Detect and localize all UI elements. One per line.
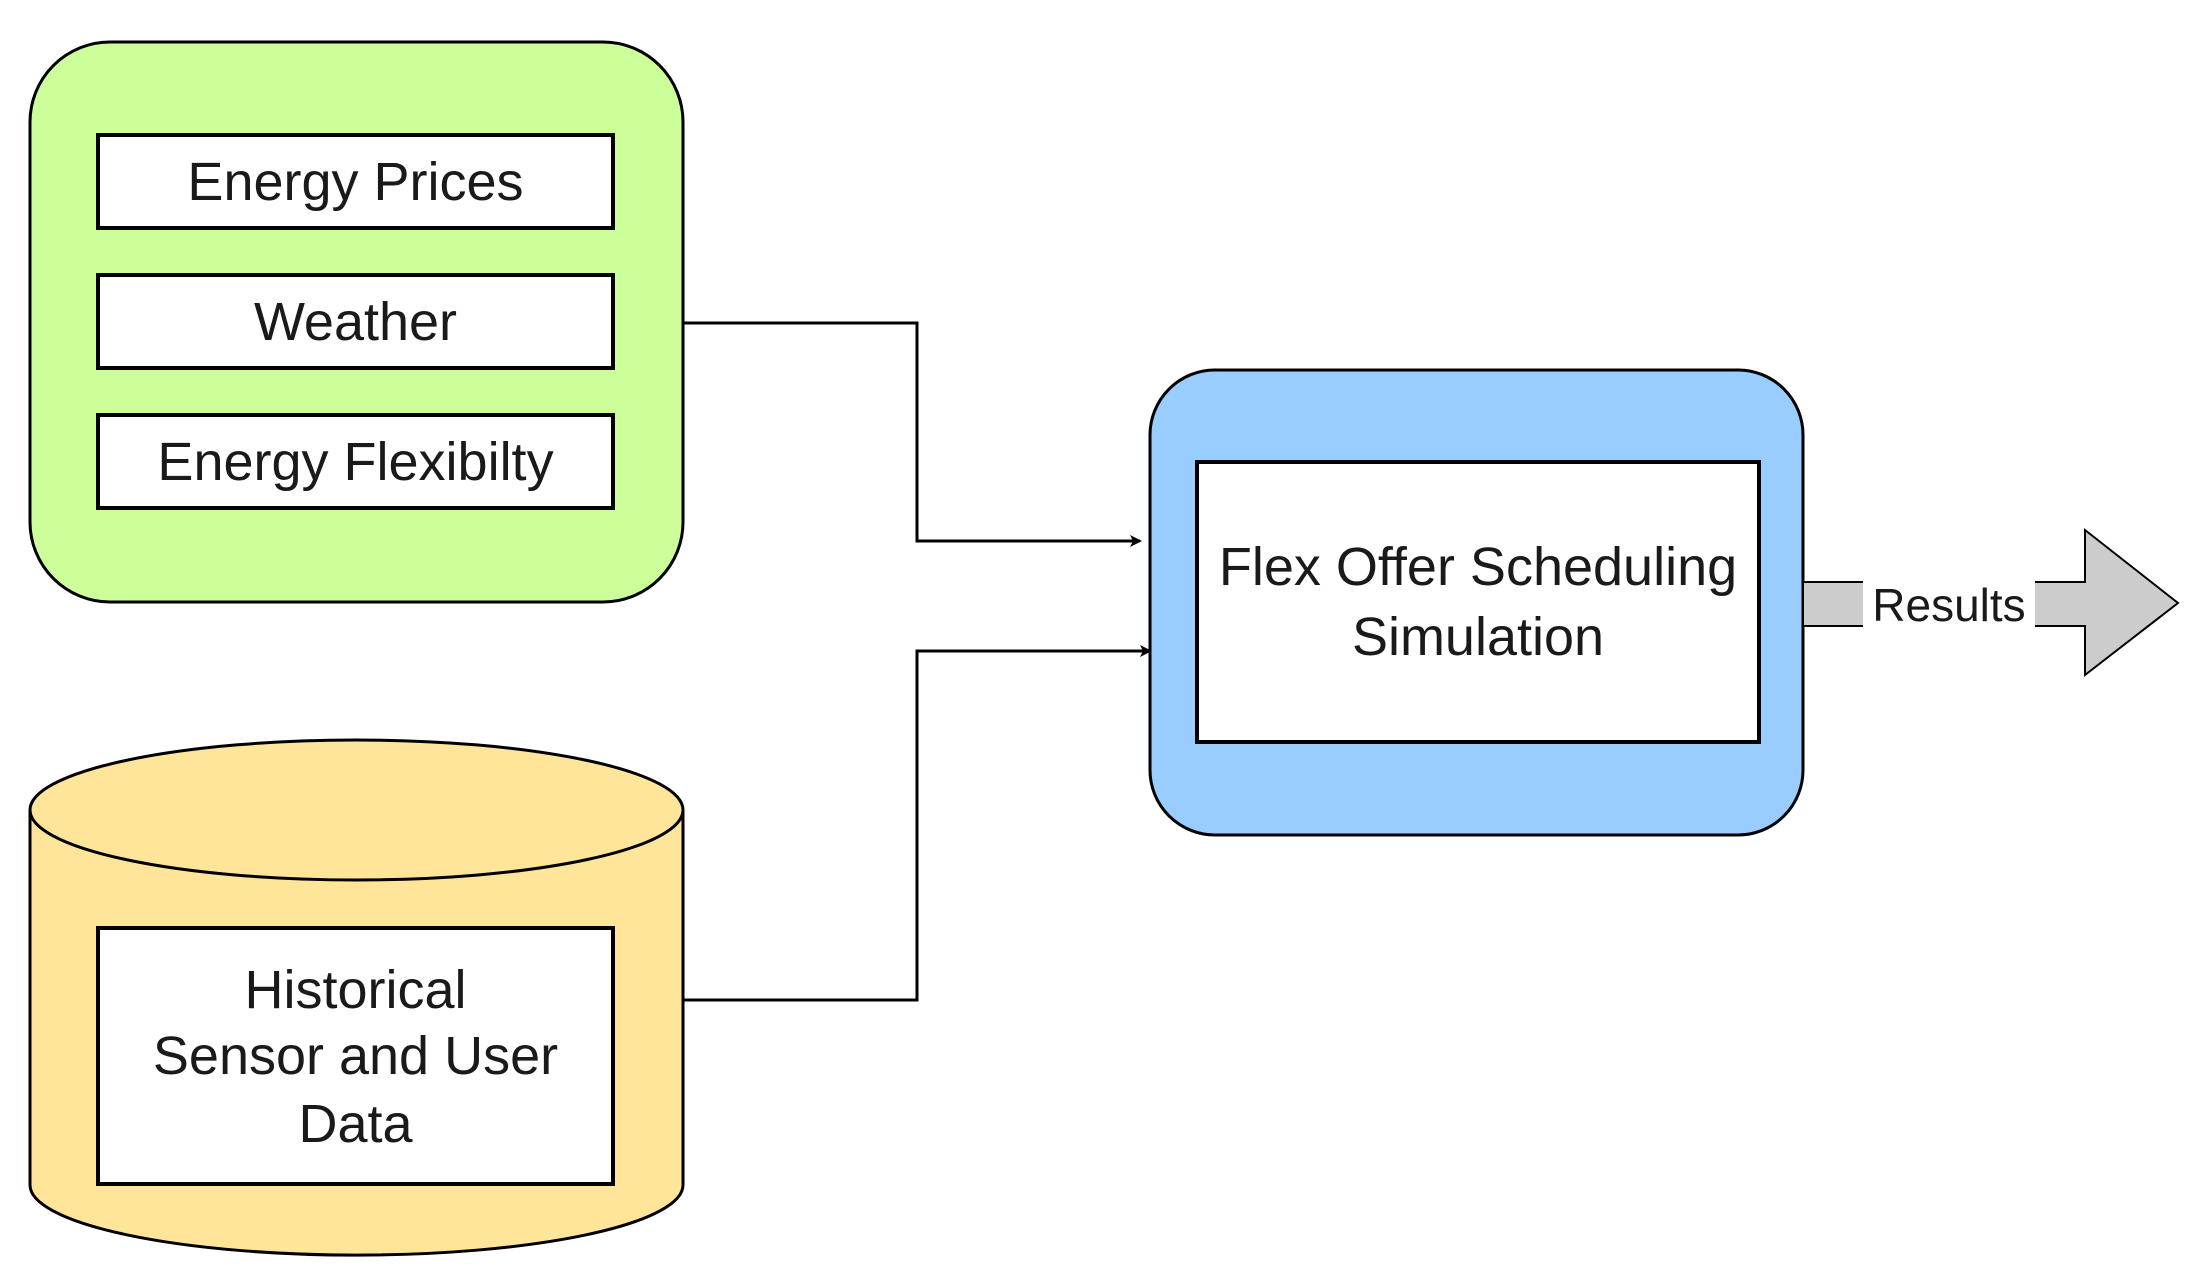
simulation-line-2: Simulation	[1352, 607, 1604, 667]
connector-inputs-to-simulation	[683, 321, 1142, 547]
input-energy-prices: Energy Prices	[96, 133, 615, 230]
results-label-background	[1863, 578, 2035, 630]
cylinder-top	[28, 738, 685, 882]
simulation-box	[1195, 460, 1761, 744]
input-energy-flexibility-label: Energy Flexibilty	[157, 432, 553, 492]
data-store-box: Historical Sensor and User Data	[96, 926, 615, 1186]
input-weather-label: Weather	[254, 292, 457, 352]
input-energy-flexibility: Energy Flexibilty	[96, 413, 615, 510]
inputs-group: Energy Prices Weather Energy Flexibilty	[28, 40, 685, 604]
simulation-block: Flex Offer Scheduling Simulation	[1148, 368, 1805, 837]
data-store-line-2: Sensor and User	[153, 1026, 558, 1086]
simulation-line-1: Flex Offer Scheduling	[1219, 537, 1737, 597]
connector-store-to-simulation	[683, 645, 1152, 1002]
input-energy-prices-label: Energy Prices	[187, 152, 523, 212]
data-store-line-3: Data	[298, 1094, 413, 1154]
input-weather: Weather	[96, 273, 615, 370]
data-store: Historical Sensor and User Data	[28, 738, 685, 1257]
results-label: Results	[1872, 579, 2025, 631]
results-arrow: Results	[1802, 527, 2180, 678]
data-store-line-1: Historical	[244, 960, 466, 1020]
